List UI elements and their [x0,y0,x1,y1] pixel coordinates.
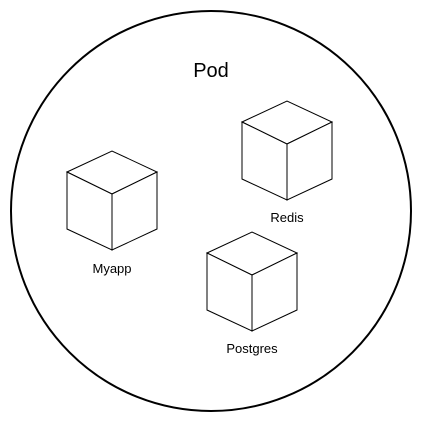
container-redis: Redis [240,100,334,225]
pod-boundary [10,10,412,412]
pod-title: Pod [193,60,229,82]
cube-right-face [286,121,333,201]
container-label-myapp: Myapp [92,261,131,276]
container-label-postgres: Postgres [226,341,278,356]
container-myapp: Myapp [65,150,159,276]
cube-icon [240,100,334,201]
container-postgres: Postgres [205,231,299,356]
container-label-redis: Redis [270,210,304,225]
cube-icon [205,231,299,332]
cube-icon [65,150,159,251]
cube-right-face [251,252,298,332]
cube-right-face [111,171,158,251]
